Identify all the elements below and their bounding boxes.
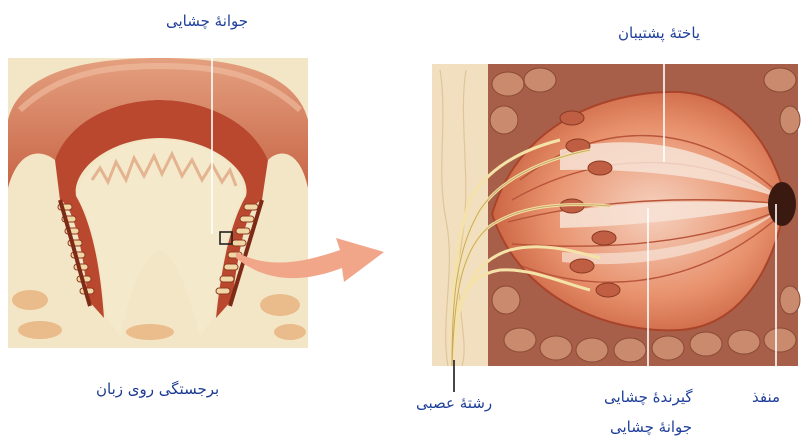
papilla-illustration <box>8 58 308 348</box>
label-taste-receptor: گیرندهٔ چشایی <box>604 388 693 406</box>
label-pore: منفذ <box>752 388 780 406</box>
label-taste-bud-top: جوانهٔ چشایی <box>166 12 248 30</box>
caption-papilla: برجستگی روی زبان <box>96 380 219 398</box>
label-supporting-cell: یاختهٔ پشتیبان <box>618 24 700 42</box>
label-nerve-fiber: رشتهٔ عصبی <box>416 394 492 412</box>
label-taste-bud-bottom: جوانهٔ چشایی <box>610 418 692 436</box>
pore-opening <box>768 182 796 226</box>
taste-bud-illustration <box>432 64 800 366</box>
